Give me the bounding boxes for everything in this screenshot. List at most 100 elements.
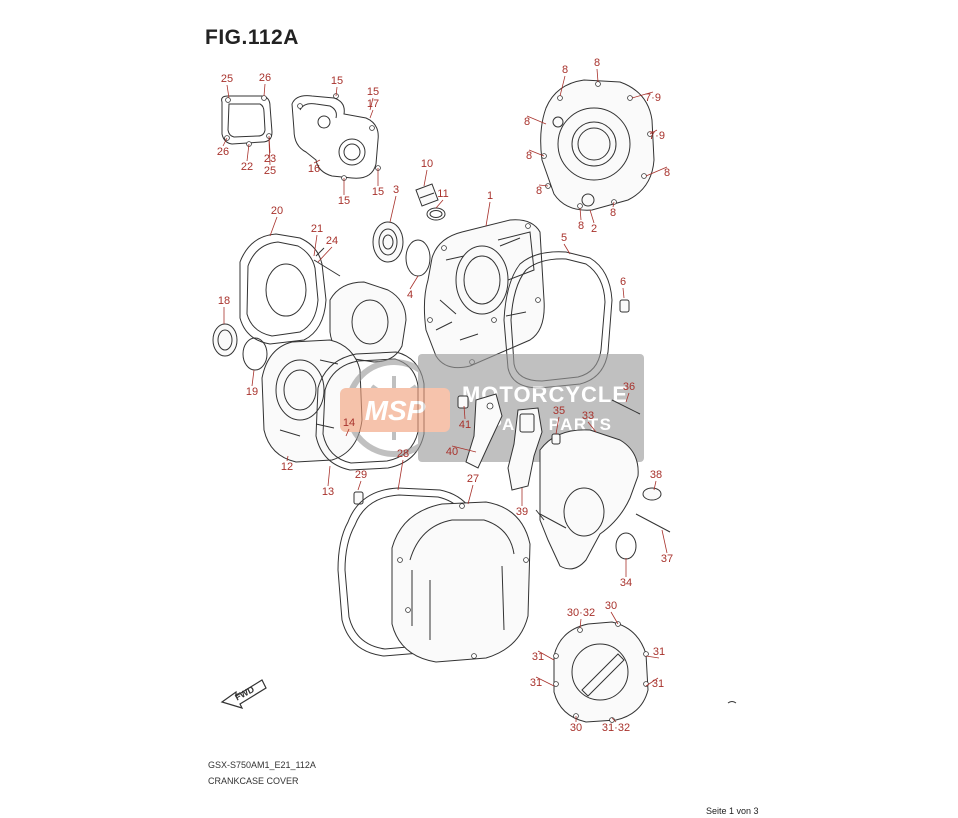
callout-number: 14 [343,417,355,429]
callout-number: 7·9 [645,92,661,104]
callout-number: 40 [446,446,458,458]
callout-number: 1 [487,190,493,202]
callout-number: 5 [561,232,567,244]
callout-number: 26 [259,72,271,84]
gear-position-bracket-part [457,393,503,469]
callout-leader-line [631,91,654,99]
callout-leader-line [286,455,289,462]
callout-number: 15 [372,186,384,198]
callout-number: 35 [553,405,565,417]
callout-leader-line [313,234,318,257]
callout-leader-line [653,480,657,491]
watermark-line2: SPARE PARTS [478,415,613,434]
callout-number: 28 [397,448,409,460]
generator-cover-part [540,79,655,211]
callout-leader-line [537,650,555,661]
callout-leader-line [661,529,668,554]
starter-cover-part [553,621,649,723]
callout-leader-line [645,677,659,687]
model-code: GSX-S750AM1_E21_112A [208,760,316,770]
callout-leader-line [596,68,599,83]
callout-leader-line [269,216,278,237]
callout-leader-line [226,84,230,99]
callout-number: 30 [570,722,582,734]
callout-number: 19 [246,386,258,398]
callout-number: 13 [322,486,334,498]
callout-leader-line [555,416,560,435]
callout-number: 31·32 [602,722,630,734]
starter-clutch-cover-part [313,247,407,363]
callout-leader-line [435,199,444,209]
figure-caption: CRANKCASE COVER [208,776,299,786]
callout-number: 22 [241,161,253,173]
callout-leader-line [409,275,419,290]
callout-number: 8 [536,185,542,197]
magneto-cover-part [391,501,531,663]
callout-number: 17 [367,98,379,110]
callout-number: 11 [437,188,448,200]
callout-leader-line [345,428,350,437]
callout-number: 25 [264,165,276,177]
callout-number: 3 [393,184,399,196]
callout-number: 6 [620,276,626,288]
callout-number: 8 [562,64,568,76]
callout-number: 31 [530,677,542,689]
callout-number: 29 [355,469,367,481]
callout-leader-line [611,717,617,723]
callout-leader-line [645,166,668,177]
callout-leader-line [579,618,582,629]
callout-leader-line [610,611,619,625]
callout-number: 21 [311,223,323,235]
callout-leader-line [369,97,374,111]
callout-leader-line [579,207,582,221]
callout-number: 31 [652,678,664,690]
callout-leader-line [485,201,491,227]
figure-title: FIG.112A [205,26,299,49]
callout-number: 37 [661,553,673,565]
callout-number: 38 [650,469,662,481]
oil-seal-part [372,221,431,277]
callout-number: 26 [217,146,229,158]
callout-leader-line [467,484,474,505]
callout-leader-line [535,676,555,687]
callout-leader-line [222,137,228,147]
callout-leader-line [563,243,571,255]
oil-filler-cap-part [415,183,446,221]
callout-number: 39 [516,506,528,518]
callout-number: 8 [610,207,616,219]
callout-number: 34 [620,577,632,589]
clutch-cover-part [423,219,545,369]
fwd-arrow-icon: FWD [220,679,267,709]
gear-position-switch-part [507,407,543,491]
callout-number: 27 [467,473,479,485]
callout-number: 15 [367,86,379,98]
callout-leaders [222,68,668,723]
magneto-cover-dowel-part [353,491,364,505]
callout-number: 2 [591,223,597,235]
callout-leader-line [335,86,338,97]
callout-leader-line [327,465,331,487]
callout-leader-line [389,195,397,223]
callout-number: 4 [407,289,413,301]
callout-leader-line [622,287,625,299]
callout-leader-line [423,169,428,187]
callout-number: 15 [338,195,350,207]
callout-leader-line [369,109,374,119]
callout-number: 8 [594,57,600,69]
callout-number: 8 [524,116,530,128]
callout-leader-line [528,149,545,157]
callout-leader-line [559,75,566,97]
callout-number: 7·9 [649,130,665,142]
callout-leader-line [587,421,597,433]
callout-number: 10 [421,158,433,170]
crankshaft-oil-seal-part [212,323,268,371]
callout-leader-line [589,209,595,224]
callout-number: 31 [532,651,544,663]
callout-leader-line [649,129,658,135]
callout-leader-line [538,184,549,187]
callout-number: 23 [264,153,276,165]
page-number: Seite 1 von 3 [706,806,759,816]
callout-leader-line [463,405,466,420]
